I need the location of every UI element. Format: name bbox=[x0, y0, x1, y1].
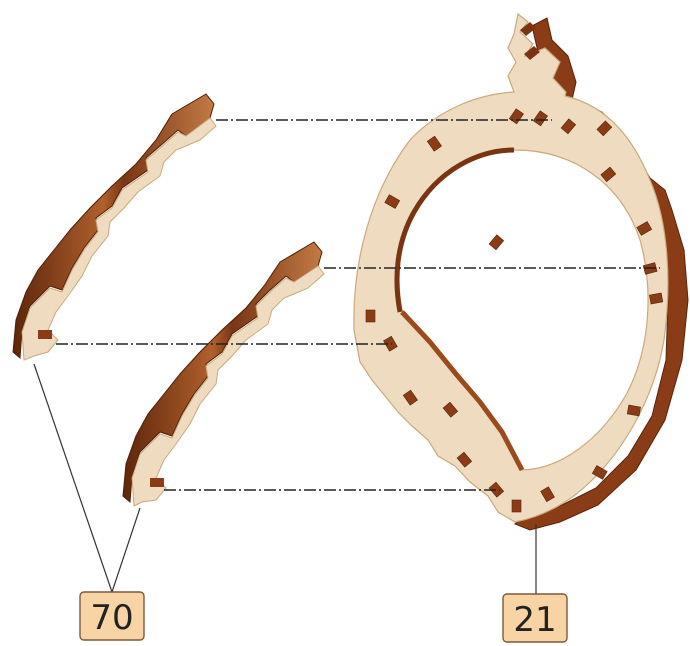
callout-70-number: 70 bbox=[90, 598, 133, 638]
callout-21: 21 bbox=[503, 594, 567, 642]
leader-70-to-lower-segment bbox=[112, 508, 140, 592]
segment-part-upper bbox=[13, 94, 216, 360]
ring-part bbox=[354, 14, 688, 530]
segment-part-lower bbox=[123, 242, 324, 506]
segment-lower-face bbox=[132, 266, 324, 506]
callout-70: 70 bbox=[80, 592, 144, 640]
segment-upper-face bbox=[22, 118, 216, 360]
segment-lower-slot bbox=[150, 478, 164, 487]
leader-70-to-upper-segment bbox=[34, 364, 112, 592]
callout-21-number: 21 bbox=[513, 600, 556, 640]
segment-upper-slot bbox=[38, 330, 52, 339]
